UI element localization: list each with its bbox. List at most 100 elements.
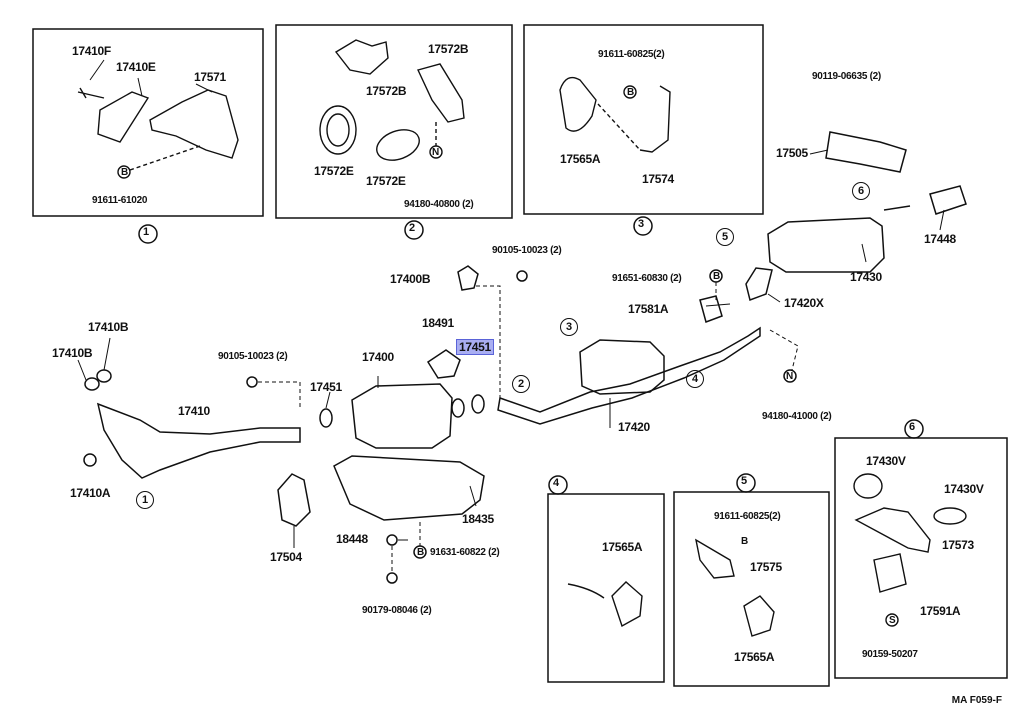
callout-5: 5 [716, 228, 734, 246]
part-label-17574: 17574 [642, 172, 674, 186]
part-label-18491: 18491 [422, 316, 454, 330]
inset-number-5: 5 [740, 475, 748, 487]
part-label-17448: 17448 [924, 232, 956, 246]
part-label-17573: 17573 [942, 538, 974, 552]
heat-insulator-17505 [825, 131, 907, 173]
tail-pipe-17430 [767, 217, 885, 273]
part-label-17410B-left: 17410B [52, 346, 93, 360]
part-label-17410: 17410 [178, 404, 210, 418]
clamp-17573 [854, 507, 931, 553]
highlighted-part-17451[interactable]: 17451 [456, 339, 494, 355]
part-label-17400: 17400 [362, 350, 394, 364]
converter-17400 [351, 383, 453, 449]
marker-b-inset1: B [121, 167, 128, 178]
diagram-code: MA F059-F [951, 695, 1002, 706]
part-label-17410B-top: 17410B [88, 320, 129, 334]
hanger-17565A-inset3 [559, 76, 597, 132]
callout-2: 2 [512, 375, 530, 393]
tail-end-17448 [883, 185, 967, 215]
block-17591A [873, 553, 907, 593]
part-label-17410E: 17410E [116, 60, 156, 74]
part-label-17451: 17451 [310, 380, 342, 394]
part-label-94180-41000: 94180-41000 (2) [762, 411, 832, 422]
inset-box-2 [275, 24, 513, 219]
part-label-91611-60825-inset3: 91611-60825(2) [598, 49, 665, 60]
front-pipe-17410 [96, 402, 301, 479]
bolt-17410F [77, 87, 105, 99]
gasket-17420X [745, 267, 773, 301]
inset-box-3 [523, 24, 764, 215]
part-label-91611-61020: 91611-61020 [92, 195, 148, 206]
inset-box-6 [834, 437, 1008, 679]
part-label-17565A-inset3: 17565A [560, 152, 601, 166]
hanger-17565A-inset4 [611, 581, 643, 628]
part-label-17572E-left: 17572E [314, 164, 354, 178]
bracket-17571 [149, 89, 239, 159]
part-label-90179-08046: 90179-08046 (2) [362, 605, 432, 616]
part-label-17575: 17575 [750, 560, 782, 574]
part-label-94180-40800: 94180-40800 (2) [404, 199, 474, 210]
callout-1: 1 [136, 491, 154, 509]
part-label-90105-10023-left: 90105-10023 (2) [218, 351, 288, 362]
bracket-17400B [457, 265, 479, 291]
part-label-17571: 17571 [194, 70, 226, 84]
inset-number-3: 3 [637, 218, 645, 230]
part-label-17572B-top: 17572B [428, 42, 469, 56]
part-label-18435: 18435 [462, 512, 494, 526]
part-label-17400B: 17400B [390, 272, 431, 286]
part-label-90105-10023-top: 90105-10023 (2) [492, 245, 562, 256]
part-label-17420: 17420 [618, 420, 650, 434]
marker-b-inset5: B [741, 536, 748, 547]
gasket-17572E-right [376, 129, 420, 161]
part-label-17581A: 17581A [628, 302, 669, 316]
part-label-17572B-mid: 17572B [366, 84, 407, 98]
part-label-17430V-left: 17430V [866, 454, 906, 468]
part-label-17451-highlighted[interactable]: 17451 [456, 339, 494, 355]
marker-b-inset3: B [627, 87, 634, 98]
marker-s-inset6: S [889, 615, 896, 626]
marker-n-inset2: N [432, 147, 439, 158]
inset-box-4 [547, 493, 665, 683]
inset-number-6: 6 [908, 421, 916, 433]
part-label-17420X: 17420X [784, 296, 824, 310]
hanger-17565A-inset5 [743, 595, 775, 637]
bracket-17575 [695, 538, 735, 579]
protector-17504 [277, 473, 311, 527]
bracket-17572B-mid [417, 63, 465, 123]
marker-b-18435: B [417, 547, 424, 558]
part-label-17430V-right: 17430V [944, 482, 984, 496]
part-label-17572E-right: 17572E [366, 174, 406, 188]
hanger-17581A [699, 295, 723, 323]
inset-number-2: 2 [408, 222, 416, 234]
part-label-90159-50207: 90159-50207 [862, 649, 918, 660]
part-label-17565A-inset5: 17565A [734, 650, 775, 664]
bracket-18491 [426, 349, 461, 379]
heat-insulator-18435 [333, 455, 485, 521]
part-label-17410A: 17410A [70, 486, 111, 500]
part-label-17410F: 17410F [72, 44, 111, 58]
gasket-17430V-left [853, 473, 883, 499]
part-label-90119-06635: 90119-06635 (2) [812, 71, 881, 82]
marker-n-main: N [786, 371, 793, 382]
part-label-91611-60825-inset5: 91611-60825(2) [714, 511, 781, 522]
part-label-17565A-inset4: 17565A [602, 540, 643, 554]
inset-number-1: 1 [142, 226, 150, 238]
inset-box-5 [673, 491, 830, 687]
inset-number-4: 4 [552, 477, 560, 489]
part-label-17504: 17504 [270, 550, 302, 564]
part-label-17430: 17430 [850, 270, 882, 284]
gasket-17430V-right [933, 507, 967, 525]
marker-b-main: B [713, 271, 720, 282]
part-label-18448: 18448 [336, 532, 368, 546]
bracket-17572B-top [334, 39, 389, 75]
part-label-17505: 17505 [776, 146, 808, 160]
callout-4: 4 [686, 370, 704, 388]
bracket-17574 [639, 85, 671, 153]
part-label-91631-60822: 91631-60822 (2) [430, 547, 500, 558]
callout-3: 3 [560, 318, 578, 336]
inset-box-1 [32, 28, 264, 217]
callout-6: 6 [852, 182, 870, 200]
part-label-91651-60830: 91651-60830 (2) [612, 273, 682, 284]
part-label-17591A: 17591A [920, 604, 961, 618]
